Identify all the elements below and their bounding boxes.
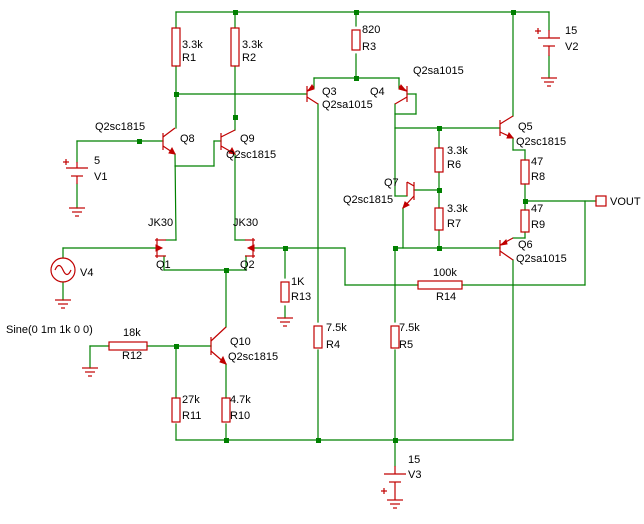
svg-text:V4: V4 — [80, 267, 93, 279]
svg-text:Q2: Q2 — [240, 259, 255, 271]
svg-text:R11: R11 — [182, 410, 201, 422]
transistor-q6: Q6 Q2sa1015 — [499, 237, 567, 265]
svg-text:3.3k: 3.3k — [182, 39, 203, 51]
svg-text:R4: R4 — [326, 339, 340, 351]
svg-text:Q8: Q8 — [180, 133, 195, 145]
svg-text:R5: R5 — [399, 339, 413, 351]
svg-text:3.3k: 3.3k — [447, 203, 468, 215]
svg-text:Q2sc1815: Q2sc1815 — [95, 121, 145, 133]
svg-text:V1: V1 — [94, 171, 107, 183]
svg-text:7.5k: 7.5k — [326, 322, 347, 334]
svg-text:R3: R3 — [362, 41, 376, 53]
svg-text:47: 47 — [531, 156, 543, 168]
svg-text:Q9: Q9 — [240, 133, 255, 145]
svg-text:4.7k: 4.7k — [230, 394, 251, 406]
svg-text:Q2sa1015: Q2sa1015 — [322, 99, 373, 111]
source-v1: 5 V1 — [63, 155, 107, 184]
svg-text:27k: 27k — [182, 394, 200, 406]
svg-text:R9: R9 — [531, 219, 545, 231]
svg-text:R12: R12 — [122, 350, 142, 362]
sine-spec-label: Sine(0 1m 1k 0 0) — [6, 324, 93, 336]
transistor-q9: Q9 Q2sc1815 — [220, 129, 276, 161]
ground-v3 — [387, 499, 403, 509]
transistor-q8: Q2sc1815 Q8 — [95, 121, 195, 155]
svg-text:JK30: JK30 — [233, 217, 258, 229]
svg-text:Q3: Q3 — [322, 86, 337, 98]
source-v3: 15 V3 — [381, 454, 421, 500]
svg-text:R2: R2 — [242, 52, 256, 64]
resistor-r6: 3.3k R6 — [434, 145, 468, 173]
svg-text:Q2sc1815: Q2sc1815 — [343, 194, 393, 206]
svg-text:18k: 18k — [123, 327, 141, 339]
vout-port: VOUT — [595, 195, 641, 208]
transistor-q5: Q5 Q2sc1815 — [499, 115, 566, 148]
source-v2: 15 V2 — [535, 25, 578, 56]
jfet-q2: JK30 Q2 — [233, 217, 258, 271]
svg-text:15: 15 — [408, 454, 420, 466]
ground-r12 — [82, 367, 98, 377]
svg-text:Q2sc1815: Q2sc1815 — [516, 136, 566, 148]
svg-text:3.3k: 3.3k — [242, 39, 263, 51]
resistor-r8: 47 R8 — [520, 156, 545, 185]
svg-text:VOUT: VOUT — [610, 196, 641, 208]
resistor-r14: 100k R14 — [417, 267, 463, 303]
resistor-r2: 3.3k R2 — [230, 27, 263, 67]
svg-text:47: 47 — [531, 203, 543, 215]
transistor-q4: Q4 Q2sa1015 — [370, 65, 464, 105]
svg-text:R6: R6 — [447, 159, 461, 171]
junction-dots — [137, 10, 528, 443]
svg-text:JK30: JK30 — [148, 217, 173, 229]
transistor-q3: Q3 Q2sa1015 — [306, 84, 373, 111]
svg-text:Q2sa1015: Q2sa1015 — [516, 253, 567, 265]
svg-text:Q2sc1815: Q2sc1815 — [228, 351, 278, 363]
svg-text:Q7: Q7 — [384, 177, 399, 189]
svg-text:5: 5 — [94, 155, 100, 167]
svg-text:R1: R1 — [182, 52, 196, 64]
svg-text:Q2sa1015: Q2sa1015 — [413, 65, 464, 77]
resistor-r3: 820 R3 — [351, 24, 380, 53]
resistor-r12: 18k R12 — [108, 327, 148, 362]
svg-text:Q10: Q10 — [230, 336, 251, 348]
resistor-r5: 7.5k R5 — [390, 322, 420, 351]
resistor-r10: 4.7k R10 — [221, 394, 251, 423]
resistor-r1: 3.3k R1 — [171, 27, 203, 67]
source-v4: V4 — [50, 257, 93, 283]
svg-text:7.5k: 7.5k — [399, 322, 420, 334]
svg-text:1K: 1K — [291, 276, 305, 288]
svg-text:R8: R8 — [531, 171, 545, 183]
svg-text:R13: R13 — [291, 291, 311, 303]
ground-v4 — [55, 299, 71, 309]
jfet-q1: JK30 Q1 — [148, 217, 173, 271]
resistor-r11: 27k R11 — [171, 394, 201, 423]
transistor-q10: Q10 Q2sc1815 — [210, 326, 278, 365]
ground-r13 — [277, 317, 293, 327]
svg-text:Q6: Q6 — [518, 239, 533, 251]
transistor-q7: Q7 Q2sc1815 — [343, 177, 415, 209]
resistor-r9: 47 R9 — [520, 203, 545, 233]
svg-text:Q2sc1815: Q2sc1815 — [226, 149, 276, 161]
svg-text:R14: R14 — [436, 291, 456, 303]
svg-text:15: 15 — [565, 25, 577, 37]
svg-text:Q5: Q5 — [518, 121, 533, 133]
svg-text:100k: 100k — [433, 267, 457, 279]
ground-v2 — [541, 77, 557, 87]
resistor-r13: 1K R13 — [280, 276, 311, 303]
svg-text:820: 820 — [362, 24, 380, 36]
svg-text:R10: R10 — [230, 410, 250, 422]
ground-v1 — [69, 207, 85, 217]
resistor-r4: 7.5k R4 — [313, 322, 347, 351]
resistor-r7: 3.3k R7 — [434, 203, 468, 231]
svg-text:3.3k: 3.3k — [447, 145, 468, 157]
svg-text:Q4: Q4 — [370, 86, 385, 98]
svg-text:Q1: Q1 — [156, 259, 171, 271]
wires — [62, 11, 597, 467]
svg-text:R7: R7 — [447, 218, 461, 230]
svg-text:V3: V3 — [408, 469, 421, 481]
svg-text:V2: V2 — [565, 41, 578, 53]
